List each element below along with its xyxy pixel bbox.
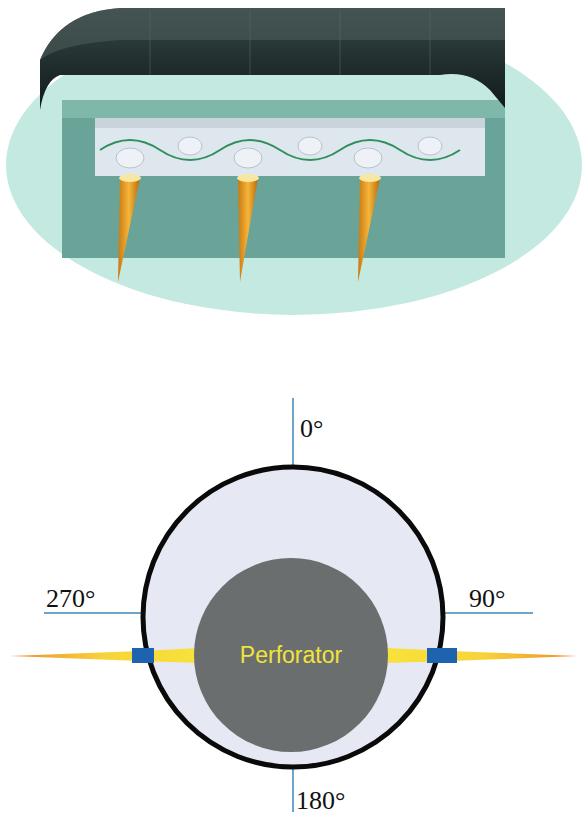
node-label: Perforator [240,642,342,669]
angle-label: 180° [296,788,345,814]
angle-label: 270° [46,586,95,612]
angle-label: 90° [469,586,505,612]
angle-label: 0° [300,416,323,442]
perforator-circle: Perforator [194,558,388,752]
